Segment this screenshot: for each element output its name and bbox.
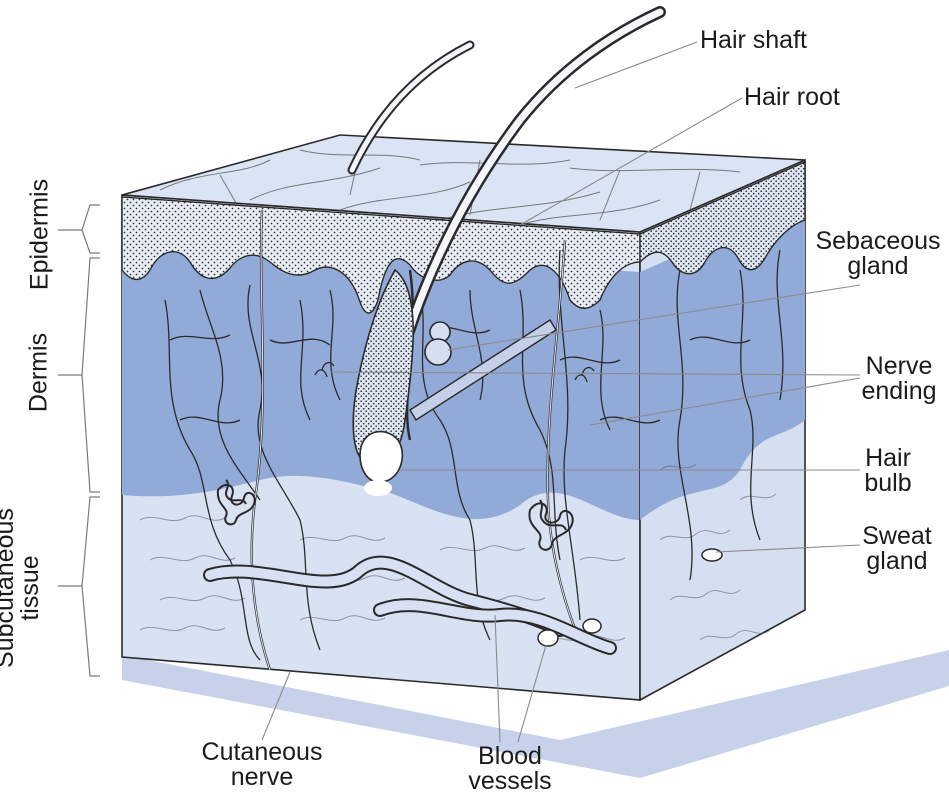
vessel-cut-2 — [583, 619, 601, 633]
layer-epidermis: Epidermis — [28, 175, 53, 295]
label-cutaneous-nerve: Cutaneous nerve — [192, 740, 332, 790]
label-blood-line2: vessels — [462, 769, 558, 794]
label-sweat-gland: Sweat gland — [856, 524, 938, 574]
hair-papilla — [364, 480, 392, 496]
label-blood-line1: Blood — [462, 744, 558, 769]
layer-subcutaneous: Subcutaneous tissue — [0, 508, 47, 668]
label-nerve-ending: Nerve ending — [858, 354, 940, 404]
hair-bulb — [360, 432, 402, 483]
label-nerve-line1: Nerve — [858, 354, 940, 379]
label-hair-bulb: Hair bulb — [858, 446, 918, 496]
label-sebaceous-gland: Sebaceous gland — [810, 229, 946, 279]
label-hair-root: Hair root — [744, 85, 840, 110]
layer-dermis: Dermis — [27, 328, 52, 418]
layer-brackets — [58, 205, 100, 676]
label-blood-vessels: Blood vessels — [462, 744, 558, 794]
label-cutaneous-line2: nerve — [192, 765, 332, 790]
label-sebaceous-line1: Sebaceous — [810, 229, 946, 254]
label-nerve-line2: ending — [858, 379, 940, 404]
label-sebaceous-line2: gland — [810, 254, 946, 279]
label-sweat-line1: Sweat — [856, 524, 938, 549]
layer-subcutaneous-line2: tissue — [18, 508, 43, 668]
label-hair-shaft: Hair shaft — [700, 28, 807, 53]
label-sweat-line2: gland — [856, 549, 938, 574]
label-hair-bulb-line2: bulb — [858, 471, 918, 496]
label-cutaneous-line1: Cutaneous — [192, 740, 332, 765]
vessel-cut-3 — [702, 549, 722, 561]
label-hair-bulb-line1: Hair — [858, 446, 918, 471]
vessel-cut-1 — [538, 630, 558, 646]
